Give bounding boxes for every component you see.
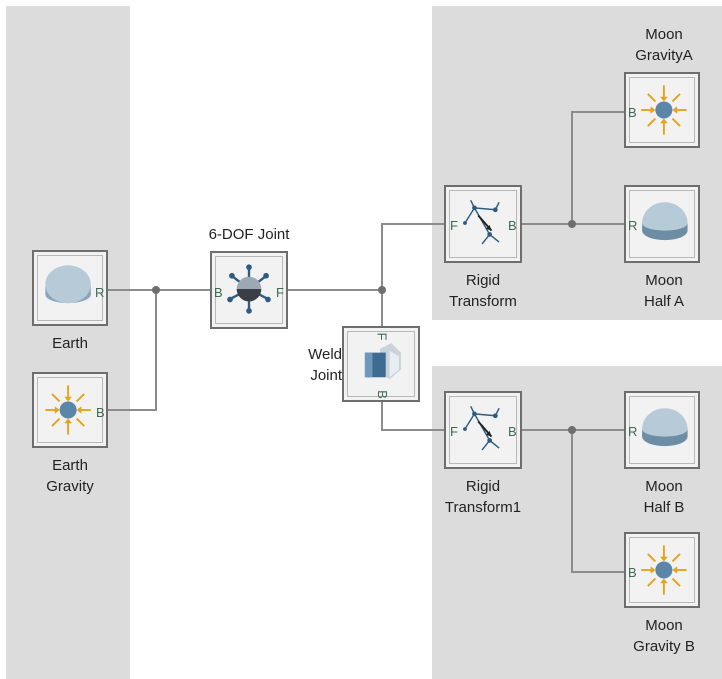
earth-block[interactable]: R (32, 250, 108, 326)
port-f[interactable]: F (374, 332, 390, 341)
connection-weld-b (381, 402, 446, 431)
half-sphere-icon (642, 408, 688, 447)
moon-gravity-a-label: Moon GravityA (635, 26, 693, 64)
connection-earth-gravity (108, 290, 157, 411)
port-b[interactable]: B (508, 218, 517, 233)
earth-area (6, 6, 130, 679)
port-b[interactable]: B (96, 405, 105, 420)
gravity-field-icon (641, 545, 687, 595)
port-b[interactable]: B (628, 565, 637, 580)
branch-point (568, 426, 576, 434)
solid-body-icon (45, 265, 91, 304)
gravity-field-icon (641, 85, 687, 135)
moon-half-b-block[interactable]: R (624, 391, 700, 469)
branch-point (378, 286, 386, 294)
connection-moon-gravity-a (571, 111, 626, 224)
port-b[interactable]: B (628, 105, 637, 120)
branch-point (568, 220, 576, 228)
weld-joint-block[interactable]: F B (342, 326, 420, 402)
port-r[interactable]: R (95, 285, 105, 300)
port-r[interactable]: R (628, 424, 638, 439)
port-r[interactable]: R (628, 218, 638, 233)
port-f[interactable]: F (450, 424, 458, 439)
moon-gravity-a-block[interactable]: B (624, 72, 700, 148)
port-b[interactable]: B (214, 285, 223, 300)
moon-half-a-area (432, 6, 722, 320)
port-b[interactable]: B (508, 424, 517, 439)
rigid-transform1-label: Rigid Transform1 (444, 478, 522, 516)
rigid-transform1-block[interactable]: F B (444, 391, 522, 469)
earth-gravity-label: Earth Gravity (46, 457, 94, 495)
moon-half-b-label: Moon Half B (643, 478, 685, 516)
weld-joint-label: Weld Joint (308, 346, 342, 384)
weld-joint-icon (364, 343, 401, 380)
moon-half-a-label: Moon Half A (643, 272, 685, 310)
moon-half-a-block[interactable]: R (624, 185, 700, 263)
port-f[interactable]: F (276, 285, 284, 300)
half-sphere-icon (642, 202, 688, 241)
rigid-transform-icon (463, 405, 500, 451)
gravity-field-icon (45, 385, 91, 435)
branch-point (152, 286, 160, 294)
rigid-transform-block[interactable]: F B (444, 185, 522, 263)
earth-gravity-block[interactable]: B (32, 372, 108, 448)
port-f[interactable]: F (450, 218, 458, 233)
port-b[interactable]: B (374, 390, 390, 399)
six-dof-joint-block[interactable]: B F (210, 251, 288, 329)
connection-moon-gravity-b (571, 430, 626, 573)
moon-gravity-b-block[interactable]: B (624, 532, 700, 608)
rigid-transform-label: Rigid Transform (449, 272, 517, 310)
earth-label: Earth (52, 335, 88, 352)
six-dof-joint-label: 6-DOF Joint (208, 226, 290, 243)
six-dof-joint-icon (227, 264, 271, 314)
rigid-transform-icon (463, 199, 500, 245)
moon-gravity-b-label: Moon Gravity B (633, 617, 695, 655)
